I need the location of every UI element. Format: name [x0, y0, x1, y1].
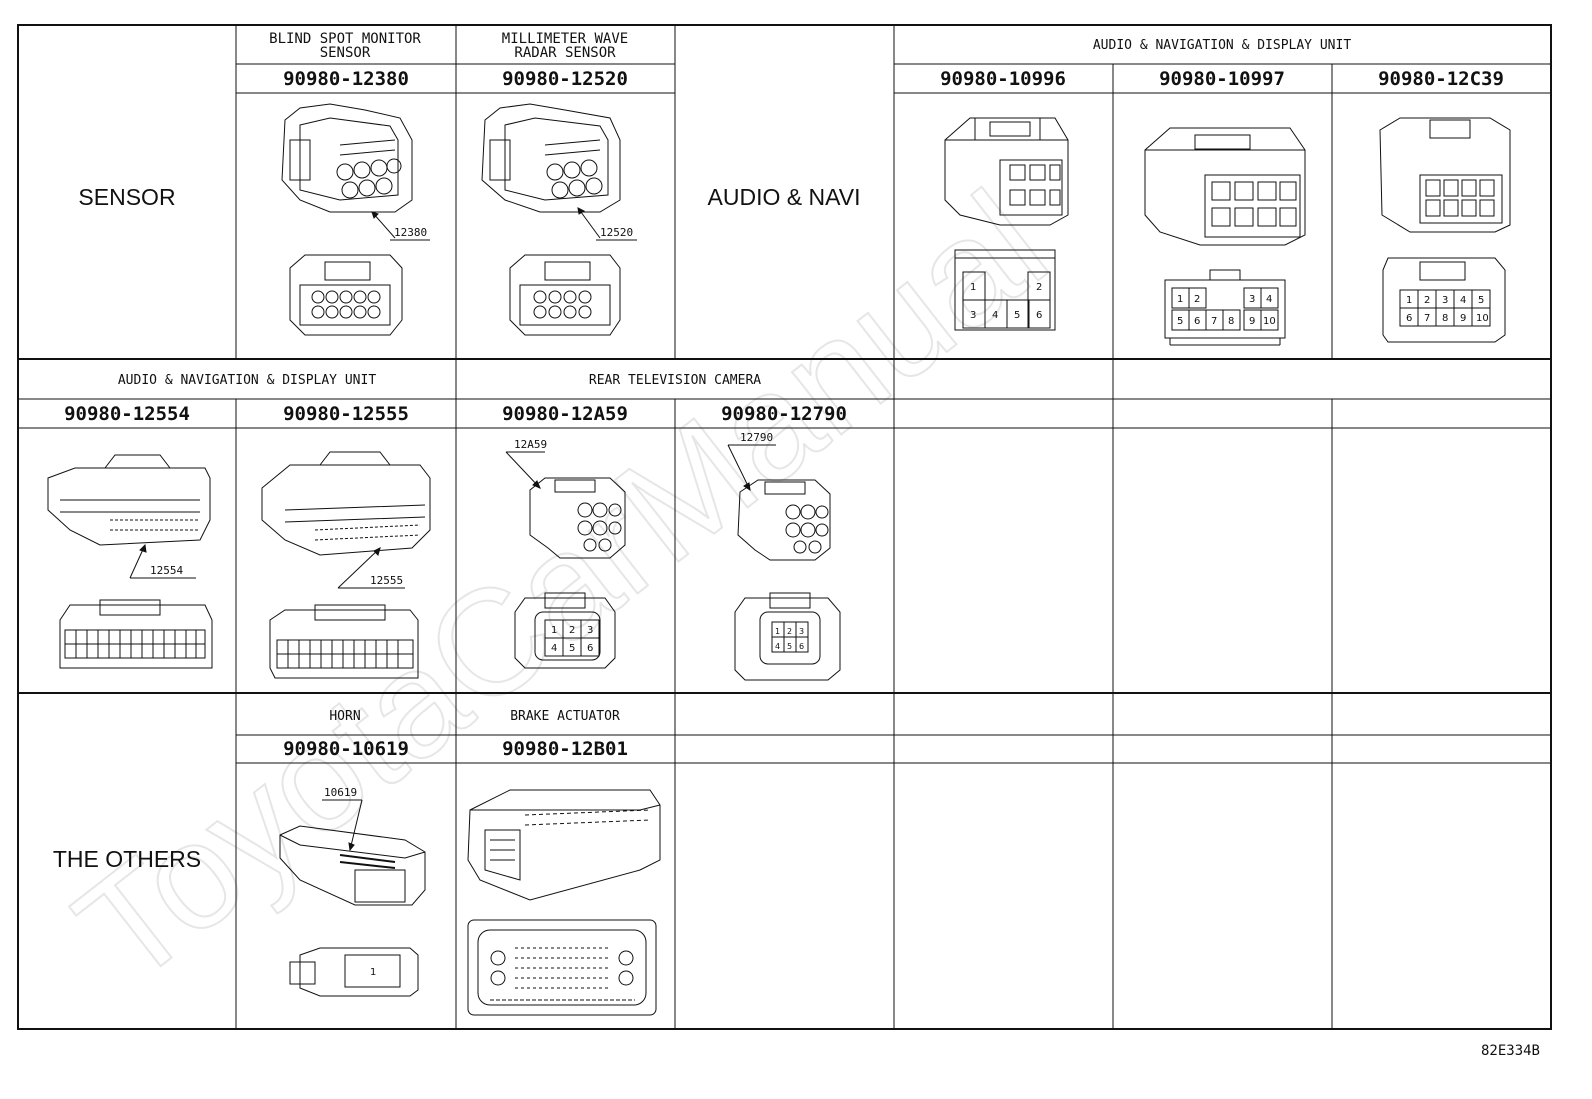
connector-12380-drawing	[281, 103, 430, 336]
callout-12520: 12520	[600, 226, 633, 239]
pin-label: 1	[1406, 295, 1412, 306]
grid-lines	[18, 25, 1551, 1029]
pin-grid-12790	[771, 621, 809, 653]
group-title-brake-actuator: BRAKE ACTUATOR	[510, 709, 620, 724]
group-title-radar-1: MILLIMETER WAVE	[502, 31, 628, 47]
audio-navi-label: AUDIO & NAVI	[708, 184, 861, 210]
pin-label: 6	[1036, 310, 1042, 321]
pin-label: 5	[787, 642, 792, 651]
pin-label: 4	[992, 310, 998, 321]
pin-label: 4	[1266, 294, 1272, 305]
pin-label: 3	[799, 627, 804, 636]
connector-10619-drawing	[279, 799, 426, 997]
part-number-12554: 90980-12554	[64, 403, 190, 425]
pin-label: 2	[787, 627, 792, 636]
callout-12554: 12554	[150, 564, 183, 577]
pin-label: 3	[587, 625, 593, 636]
pin-label: 2	[569, 625, 575, 636]
pin-label: 4	[775, 642, 780, 651]
group-title-audio-nav-1: AUDIO & NAVIGATION & DISPLAY UNIT	[1093, 38, 1351, 53]
group-title-rear-camera: REAR TELEVISION CAMERA	[589, 373, 761, 388]
pin-label: 2	[1036, 282, 1042, 293]
connector-12554-drawing	[47, 454, 213, 669]
part-number-12380: 90980-12380	[283, 68, 409, 90]
part-number-12A59: 90980-12A59	[502, 403, 628, 425]
part-number-12C39: 90980-12C39	[1378, 68, 1504, 90]
pin-label: 4	[551, 643, 557, 654]
connector-12C39-drawing	[1379, 117, 1511, 343]
pin-label: 7	[1211, 316, 1217, 327]
group-title-audio-nav-2: AUDIO & NAVIGATION & DISPLAY UNIT	[118, 373, 376, 388]
pin-label: 5	[1014, 310, 1020, 321]
connector-10996-drawing	[944, 117, 1069, 331]
pin-grid-10996	[962, 271, 1051, 329]
pin-label: 10	[1263, 316, 1276, 327]
pin-label: 6	[587, 643, 593, 654]
callout-10619: 10619	[324, 786, 357, 799]
watermark: ToyotaCarManual	[46, 159, 1076, 1015]
figure-id: 82E334B	[1481, 1043, 1540, 1059]
pin-label: 5	[569, 643, 575, 654]
pin-label: 1	[1177, 294, 1183, 305]
pin-label: 6	[1406, 313, 1412, 324]
pin-label: 10	[1476, 313, 1489, 324]
pin-label: 8	[1442, 313, 1448, 324]
connector-12555-drawing	[261, 451, 431, 679]
part-number-12790: 90980-12790	[721, 403, 847, 425]
callout-12A59: 12A59	[514, 438, 547, 451]
pin-label: 4	[1460, 295, 1466, 306]
table-frame	[17, 24, 1552, 1030]
pin-label: 5	[1177, 316, 1183, 327]
pin-label: 9	[1460, 313, 1466, 324]
connector-10997-drawing	[1144, 127, 1306, 346]
part-number-10997: 90980-10997	[1159, 68, 1285, 90]
group-title-blind-spot-1: BLIND SPOT MONITOR	[269, 31, 421, 47]
pin-grid-10997	[1171, 287, 1279, 331]
row-label-the-others: THE OTHERS	[53, 846, 201, 872]
callout-12555: 12555	[370, 574, 403, 587]
part-number-10619: 90980-10619	[283, 738, 409, 760]
pin-label: 3	[970, 310, 976, 321]
pin-label: 5	[1478, 295, 1484, 306]
pin-label: 2	[1424, 295, 1430, 306]
pin-label: 1	[970, 282, 976, 293]
pin-grid-12A59	[544, 619, 600, 657]
part-number-12555: 90980-12555	[283, 403, 409, 425]
connector-12520-drawing	[481, 103, 637, 336]
connector-12A59-drawing	[505, 451, 626, 669]
connector-12B01-drawing	[467, 789, 661, 1016]
pin-label: 3	[1249, 294, 1255, 305]
pin-label: 1	[775, 627, 780, 636]
pin-label: 9	[1249, 316, 1255, 327]
connector-12790-drawing	[727, 444, 841, 681]
pin-label: 2	[1194, 294, 1200, 305]
callout-12790: 12790	[740, 431, 773, 444]
part-number-12B01: 90980-12B01	[502, 738, 628, 760]
pin-label: 1	[370, 967, 376, 978]
pin-label: 8	[1228, 316, 1234, 327]
group-title-radar-2: RADAR SENSOR	[514, 45, 616, 61]
pin-label: 3	[1442, 295, 1448, 306]
part-number-10996: 90980-10996	[940, 68, 1066, 90]
pin-label: 6	[1194, 316, 1200, 327]
group-title-blind-spot-2: SENSOR	[320, 45, 371, 61]
callout-12380: 12380	[394, 226, 427, 239]
row-label-sensor: SENSOR	[78, 184, 175, 210]
pin-label: 7	[1424, 313, 1430, 324]
pin-grid-12C39	[1399, 289, 1491, 327]
pin-label: 6	[799, 642, 804, 651]
part-number-12520: 90980-12520	[502, 68, 628, 90]
pin-label: 1	[551, 625, 557, 636]
group-title-horn: HORN	[329, 709, 360, 724]
